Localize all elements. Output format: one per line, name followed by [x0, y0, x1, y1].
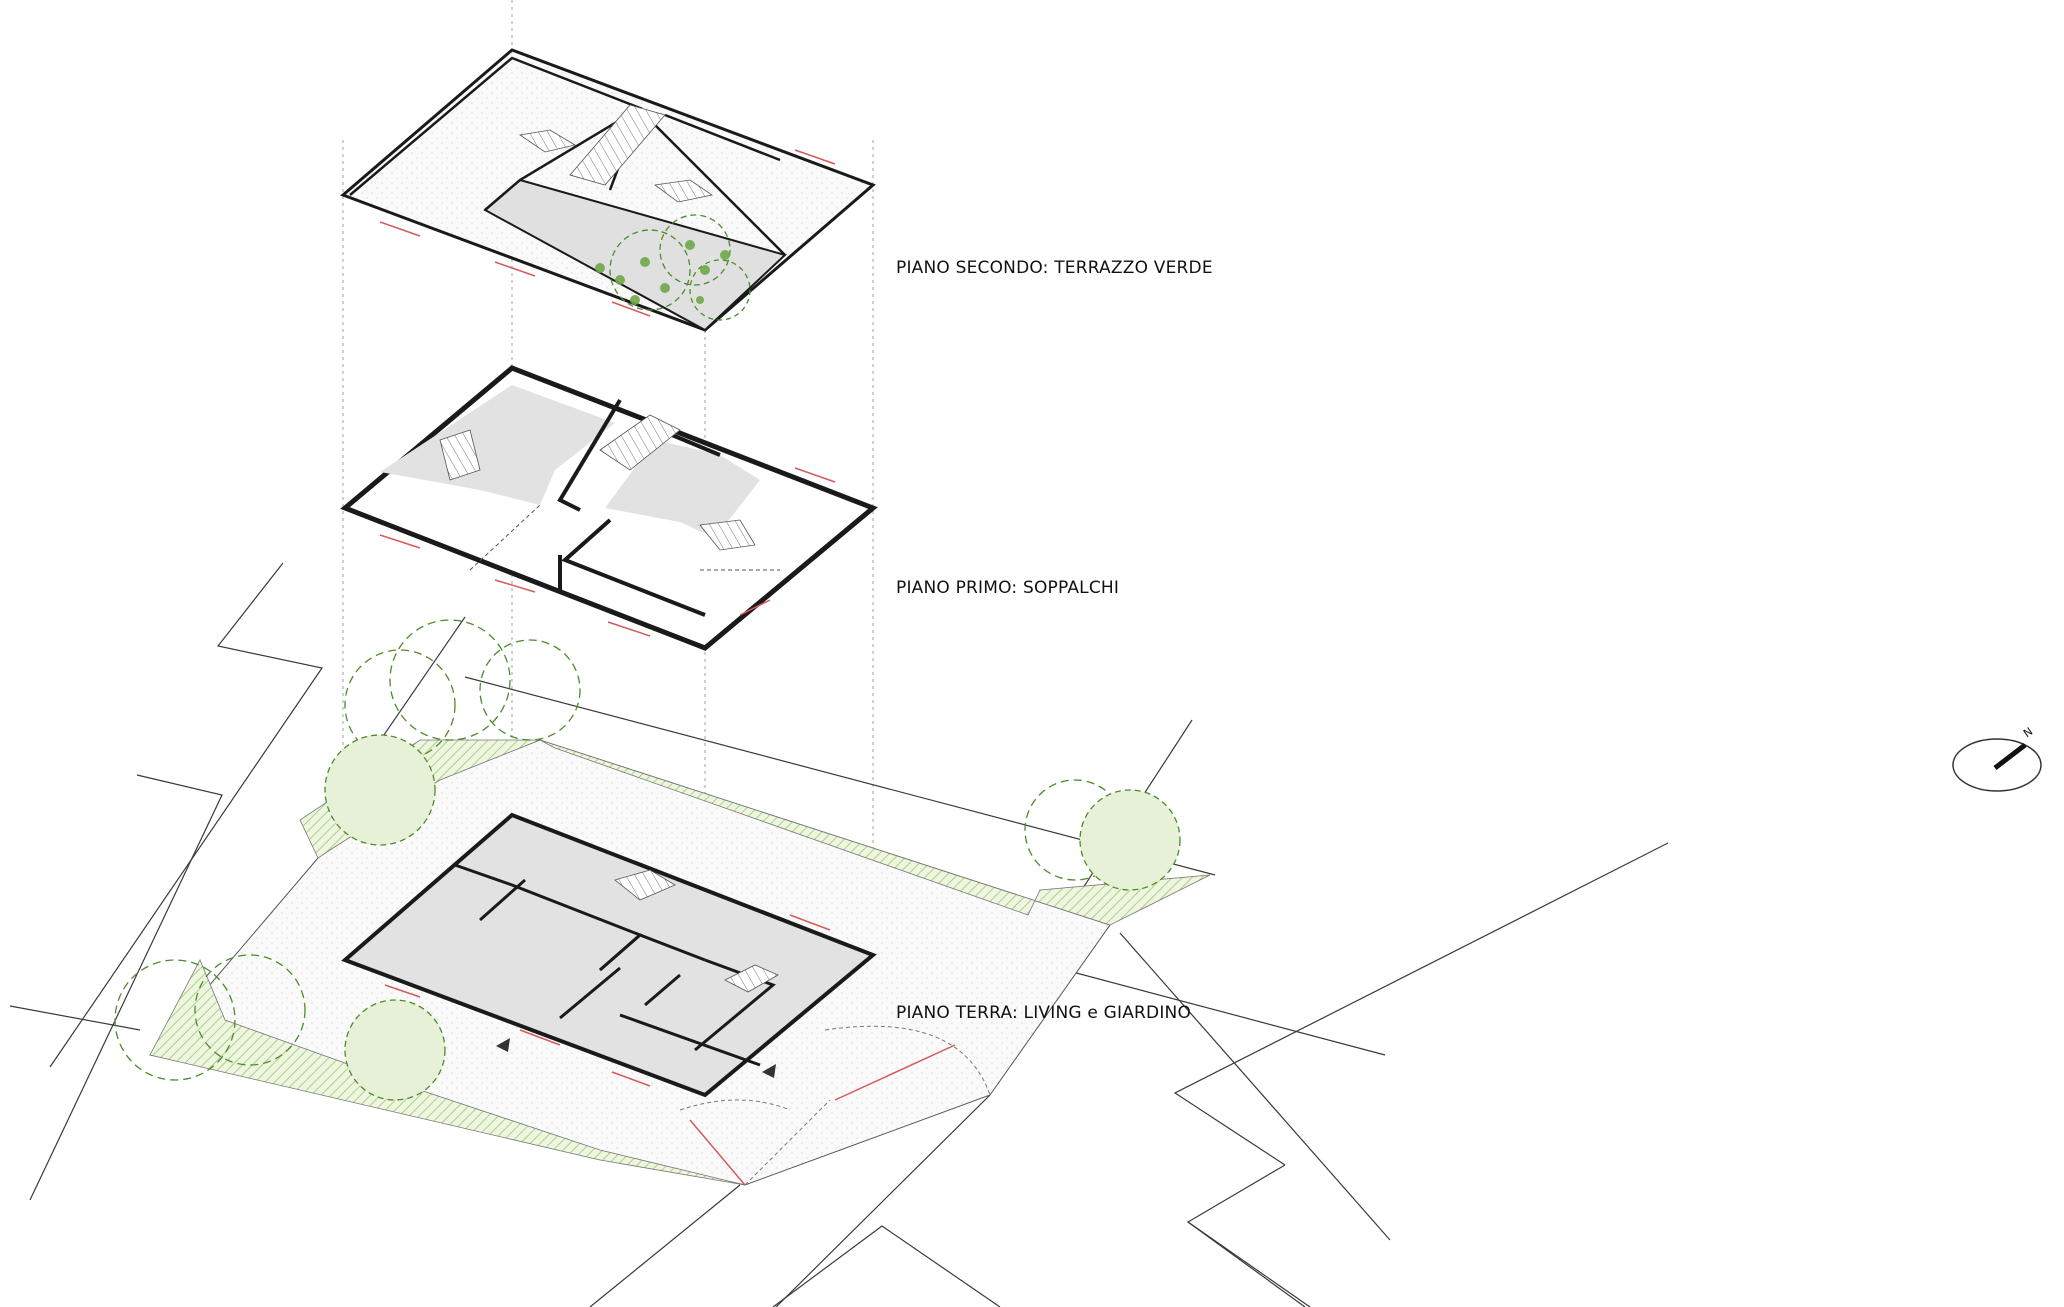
garden-strip-bottom	[149, 959, 746, 1186]
site-context-lines	[9, 562, 1669, 1307]
second-floor-plan	[340, 48, 876, 332]
trees	[114, 214, 1181, 1101]
ground-floor-plan	[341, 812, 877, 1098]
first-stair-right	[699, 519, 756, 551]
first-dashed	[469, 504, 780, 571]
ground-floor-label: PIANO TERRA: LIVING e GIARDINO	[896, 1003, 1192, 1023]
first-floor-label: PIANO PRIMO: SOPPALCHI	[896, 578, 1120, 598]
tree-bottom-left	[114, 954, 446, 1101]
north-arrow-icon	[1952, 738, 2042, 792]
tree-top-left	[324, 619, 581, 846]
mezzanine-left	[380, 385, 615, 505]
first-stair-center	[599, 414, 681, 471]
ground-stair-2	[724, 964, 779, 993]
entrance-arrow-right	[762, 1064, 776, 1078]
second-floor-label: PIANO SECONDO: TERRAZZO VERDE	[896, 258, 1213, 278]
gate-arc-2	[824, 1025, 991, 1096]
entrance-arrow-left	[496, 1038, 510, 1052]
second-floor-outline	[340, 48, 876, 332]
first-stair-left	[439, 429, 481, 481]
tree-right	[1024, 779, 1181, 891]
garden-strip-top	[539, 739, 1211, 926]
mezzanine-right	[605, 440, 760, 538]
first-floor-plan	[340, 365, 878, 651]
second-window-marks	[379, 149, 836, 317]
ground-floor-site	[149, 739, 1211, 1186]
first-window-marks	[379, 467, 836, 637]
tree-terrace	[595, 214, 751, 321]
roof-stair	[569, 104, 666, 186]
roof-skylight-right	[653, 179, 714, 203]
ground-stair	[614, 869, 676, 901]
ground-window-marks	[384, 914, 831, 1087]
ground-floor-walls	[454, 863, 776, 1067]
gate-arc	[679, 1099, 791, 1111]
roof-skylight-left	[518, 129, 577, 153]
